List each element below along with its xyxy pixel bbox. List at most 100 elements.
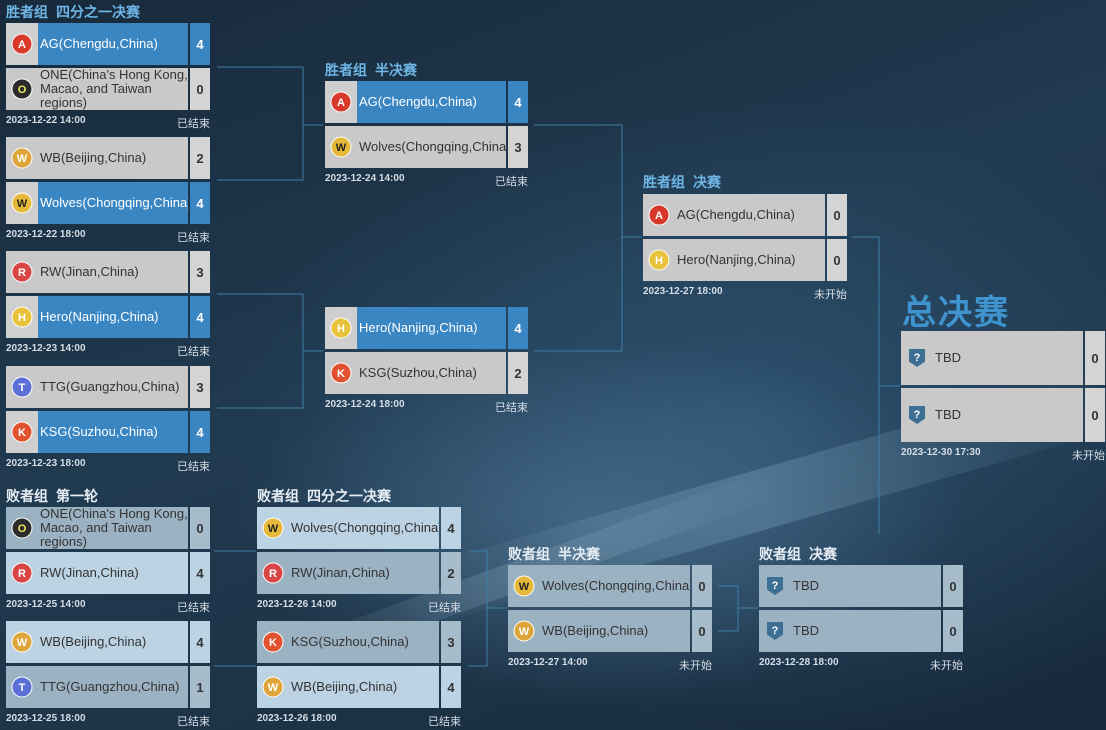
match-status: 已结束 (428, 602, 461, 614)
score-cell-bg (441, 621, 461, 663)
ksg-logo: K (325, 352, 357, 394)
team-name: RW(Jinan,China) (40, 264, 139, 279)
ttg-logo: T (6, 666, 38, 708)
team-name: Hero(Nanjing,China) (40, 309, 159, 324)
team-name: Wolves(Chongqing,China) (291, 520, 439, 535)
team-score: 0 (833, 207, 841, 223)
svg-text:T: T (19, 682, 26, 694)
score-cell-bg (190, 621, 210, 663)
team-score: 0 (949, 578, 957, 594)
svg-text:K: K (18, 427, 26, 439)
score-cell-bg (508, 126, 528, 168)
svg-text:W: W (519, 626, 530, 638)
score-cell-bg (692, 610, 712, 652)
score-cell-bg (190, 507, 210, 549)
team-row-bg (257, 666, 439, 708)
score-cell-bg (827, 239, 847, 281)
team-score: 4 (196, 309, 204, 325)
team-name: TBD (793, 623, 819, 638)
team-name: Wolves(Chongqing,China) (359, 139, 506, 154)
team-name: TTG(Guangzhou,China) (40, 379, 180, 394)
wolves-logo: W (257, 507, 289, 549)
svg-text:O: O (18, 523, 27, 535)
team-score: 4 (196, 565, 204, 581)
team-name: Wolves(Chongqing,China) (40, 195, 188, 210)
svg-text:A: A (337, 97, 345, 109)
match-time: 2023-12-22 18:00 (6, 229, 86, 240)
wb-logo: W (257, 666, 289, 708)
team-score: 3 (447, 634, 455, 650)
team-score: 4 (196, 195, 204, 211)
team-name: KSG(Suzhou,China) (40, 424, 158, 439)
match-time: 2023-12-27 14:00 (508, 657, 588, 668)
score-cell-bg (1085, 388, 1105, 442)
wolves-logo: W (508, 565, 540, 607)
team-name: Hero(Nanjing,China) (359, 320, 478, 335)
team-name: KSG(Suzhou,China) (291, 634, 409, 649)
match-time: 2023-12-30 17:30 (901, 447, 981, 458)
match-status: 未开始 (679, 660, 712, 672)
team-name: WB(Beijing,China) (40, 150, 147, 165)
ag-logo: A (6, 23, 38, 65)
score-cell-bg (441, 507, 461, 549)
match-status: 未开始 (1072, 450, 1105, 462)
match-status: 已结束 (177, 118, 210, 130)
score-cell-bg (943, 610, 963, 652)
svg-text:W: W (17, 637, 28, 649)
team-row-bg (257, 621, 439, 663)
svg-text:K: K (337, 368, 345, 380)
ttg-logo: T (6, 366, 38, 408)
wb-quarterfinal-title: 胜者组四分之一决赛 (6, 4, 140, 20)
score-cell-bg (190, 552, 210, 594)
team-score: 3 (514, 139, 522, 155)
score-cell-bg (190, 137, 210, 179)
team-score: 4 (447, 520, 455, 536)
match-status: 未开始 (814, 289, 847, 301)
score-cell-bg (441, 666, 461, 708)
svg-text:H: H (337, 323, 345, 335)
team-name: RW(Jinan,China) (291, 565, 390, 580)
team-row-bg (257, 552, 439, 594)
wb-logo: W (508, 610, 540, 652)
team-row-bg (325, 352, 506, 394)
team-row-bg (643, 239, 825, 281)
svg-text:H: H (655, 255, 663, 267)
match-time: 2023-12-25 18:00 (6, 713, 86, 724)
score-cell-bg (190, 296, 210, 338)
team-name: ONE(China's Hong Kong, Macao, and Taiwan… (40, 68, 188, 110)
score-cell-bg (692, 565, 712, 607)
match-status: 已结束 (177, 461, 210, 473)
score-cell-bg (441, 552, 461, 594)
svg-text:R: R (18, 267, 26, 279)
team-score: 0 (1091, 350, 1099, 366)
svg-text:W: W (268, 682, 279, 694)
